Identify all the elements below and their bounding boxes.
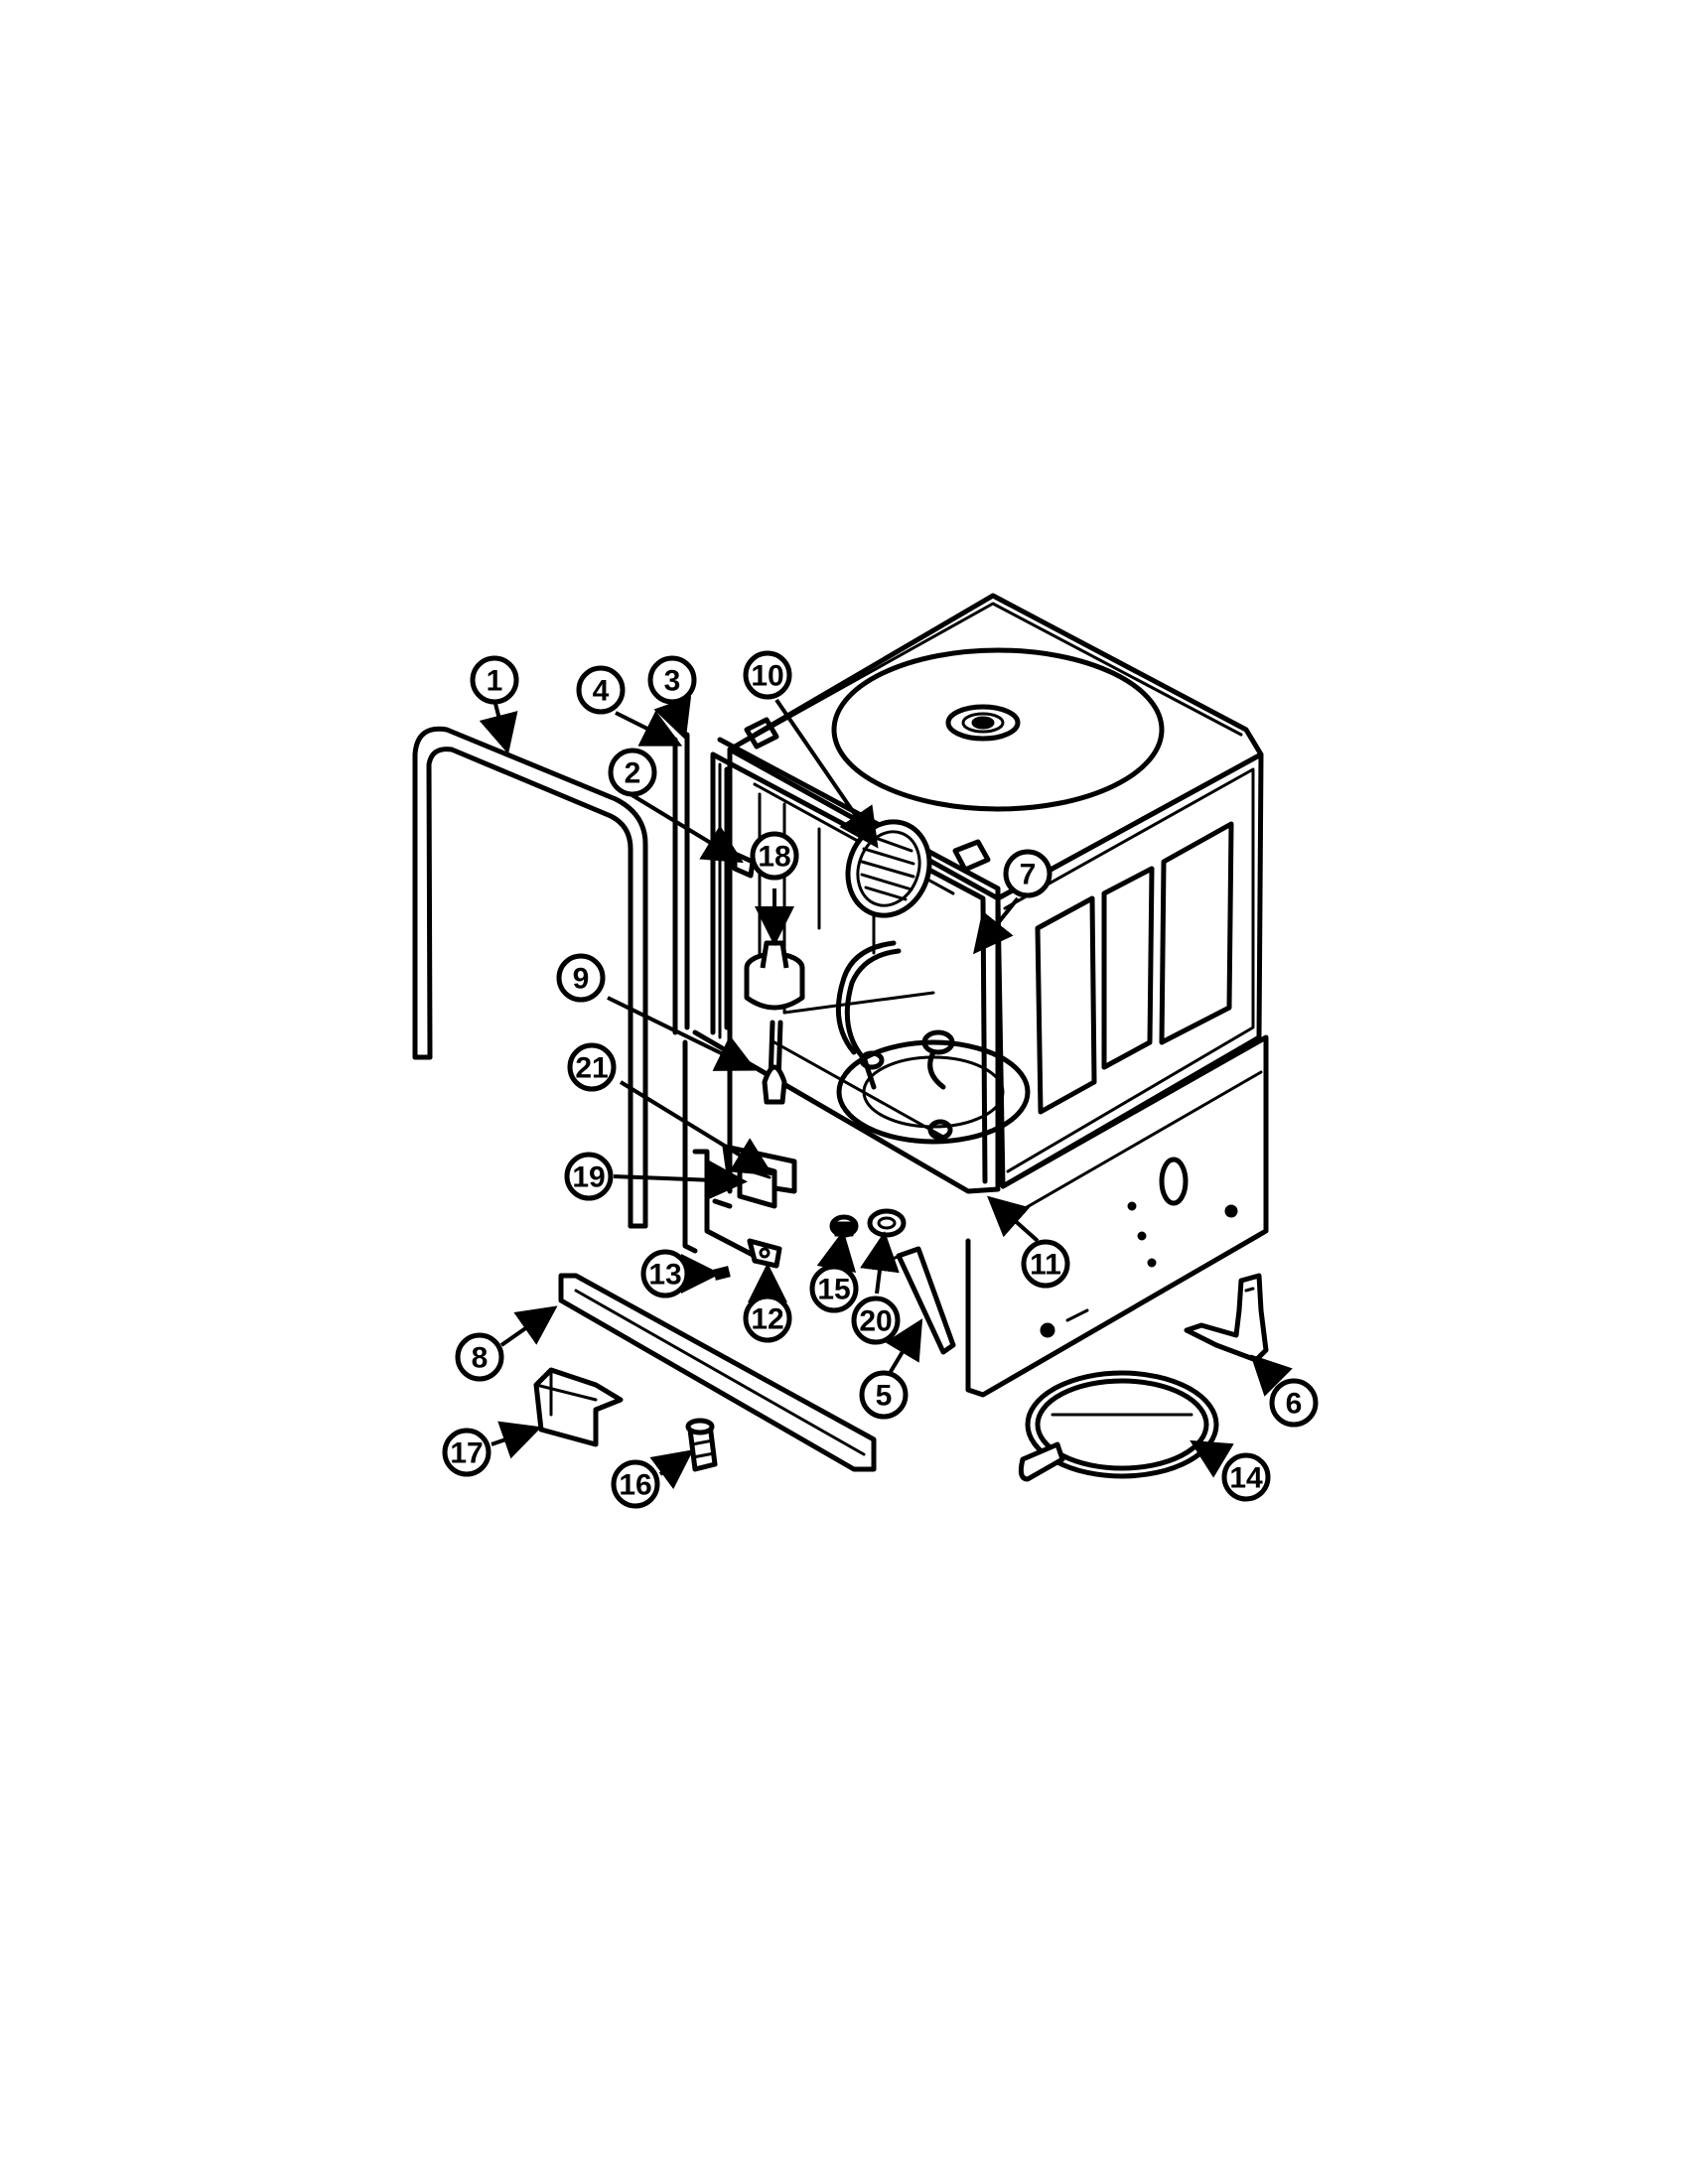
svg-text:4: 4	[593, 675, 610, 708]
callout-6: 6	[1269, 1378, 1319, 1428]
callout-3: 3	[647, 655, 697, 705]
svg-text:15: 15	[817, 1274, 850, 1306]
door-gasket	[412, 726, 648, 1229]
svg-text:14: 14	[1229, 1462, 1263, 1495]
svg-text:13: 13	[648, 1259, 681, 1292]
callout-2: 2	[608, 748, 657, 797]
callout-4: 4	[576, 665, 626, 715]
svg-text:3: 3	[664, 665, 681, 698]
detergent-cap	[744, 940, 805, 1105]
callout-8: 8	[455, 1332, 504, 1382]
toe-panel-bar	[558, 1273, 877, 1472]
svg-text:17: 17	[450, 1437, 483, 1470]
plug	[685, 1418, 718, 1472]
side-strip	[672, 732, 690, 1035]
svg-text:21: 21	[575, 1052, 608, 1085]
svg-text:12: 12	[751, 1303, 783, 1336]
svg-text:5: 5	[876, 1380, 893, 1413]
tub-cabinet	[727, 593, 1269, 1398]
svg-text:18: 18	[758, 841, 790, 874]
callout-15: 15	[809, 1264, 859, 1313]
mounting-bracket	[1184, 1273, 1269, 1363]
small-fittings	[829, 1208, 907, 1238]
svg-text:2: 2	[625, 757, 641, 790]
callout-leaders	[479, 696, 1293, 1490]
svg-text:6: 6	[1286, 1388, 1303, 1421]
callout-7: 7	[1003, 849, 1052, 898]
callout-11: 11	[1021, 1239, 1070, 1289]
angle-bracket	[887, 1246, 956, 1355]
callout-21: 21	[567, 1042, 617, 1092]
svg-text:10: 10	[751, 660, 783, 693]
hinge-clip	[747, 1238, 782, 1269]
svg-text:16: 16	[619, 1469, 651, 1502]
switch-assembly	[712, 1144, 797, 1209]
callout-9: 9	[556, 953, 606, 1003]
callout-5: 5	[859, 1370, 909, 1420]
svg-text:7: 7	[1020, 859, 1037, 891]
callout-1: 1	[470, 655, 519, 705]
callout-17: 17	[442, 1428, 491, 1477]
tub-floor	[835, 940, 1031, 1145]
svg-text:11: 11	[1030, 1249, 1061, 1282]
callout-14: 14	[1221, 1452, 1271, 1502]
hose-clamp-ring	[1018, 1370, 1219, 1482]
svg-text:20: 20	[859, 1305, 892, 1338]
callout-19: 19	[564, 1152, 614, 1201]
callouts: 1 2 3 4 5 6 7 8 9 10 11 12 13 14 15 16 1…	[442, 650, 1319, 1509]
callout-16: 16	[611, 1459, 660, 1509]
callout-18: 18	[750, 831, 799, 881]
screw	[713, 1266, 731, 1281]
callout-20: 20	[851, 1296, 901, 1345]
junction-box	[533, 1367, 624, 1447]
callout-10: 10	[743, 650, 792, 700]
svg-text:19: 19	[572, 1161, 605, 1194]
svg-text:8: 8	[472, 1342, 489, 1375]
svg-text:1: 1	[487, 665, 503, 698]
svg-text:9: 9	[573, 963, 590, 996]
callout-12: 12	[743, 1294, 792, 1343]
callout-13: 13	[640, 1249, 690, 1298]
